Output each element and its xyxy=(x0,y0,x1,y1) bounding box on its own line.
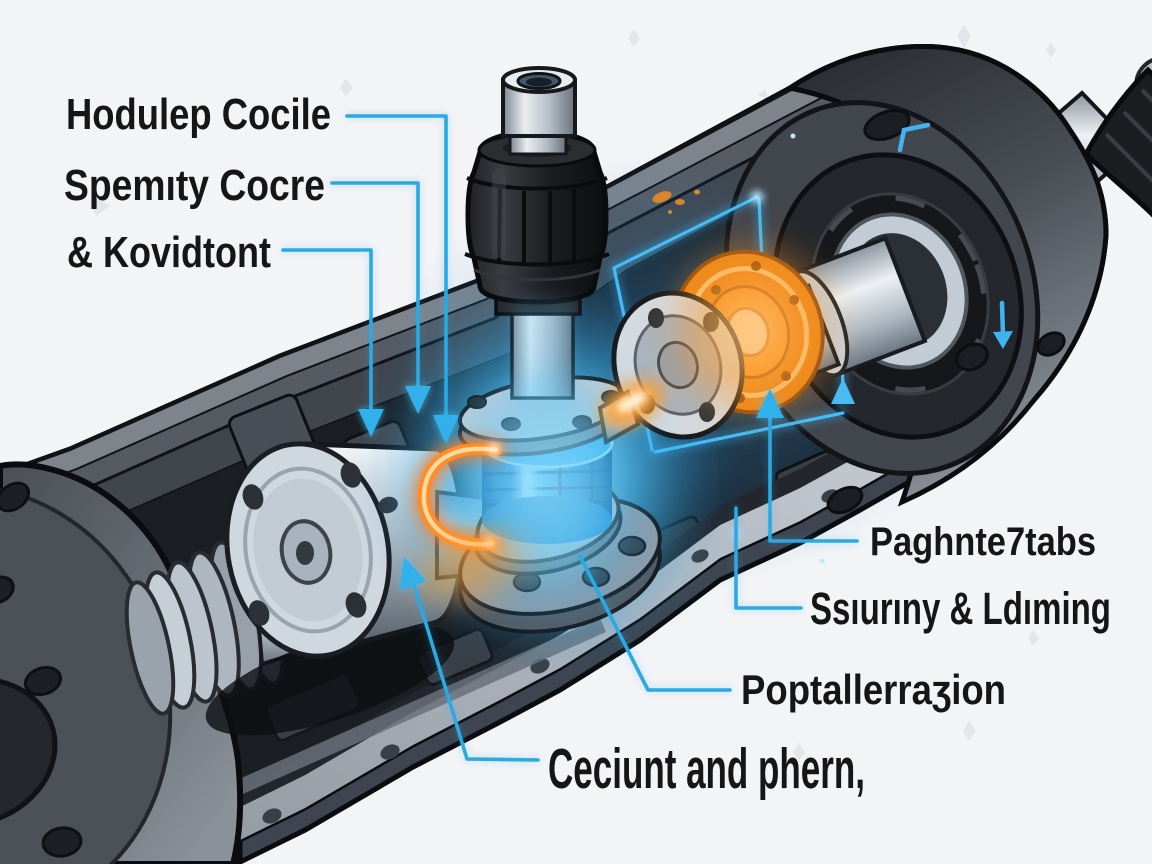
svg-text:Ceciunt and phern,: Ceciunt and phern, xyxy=(548,737,865,801)
svg-text:Paghnte7tabs: Paghnte7tabs xyxy=(870,520,1096,564)
svg-text:Ssıurıny & Ldıming: Ssıurıny & Ldıming xyxy=(810,583,1111,634)
svg-text:Spemıty Cocre: Spemıty Cocre xyxy=(64,161,325,210)
svg-text:Poptallerraʒion: Poptallerraʒion xyxy=(741,666,1006,713)
svg-text:Hodulep Cocile: Hodulep Cocile xyxy=(66,90,331,139)
svg-text:& Kovidtont: & Kovidtont xyxy=(67,228,271,277)
